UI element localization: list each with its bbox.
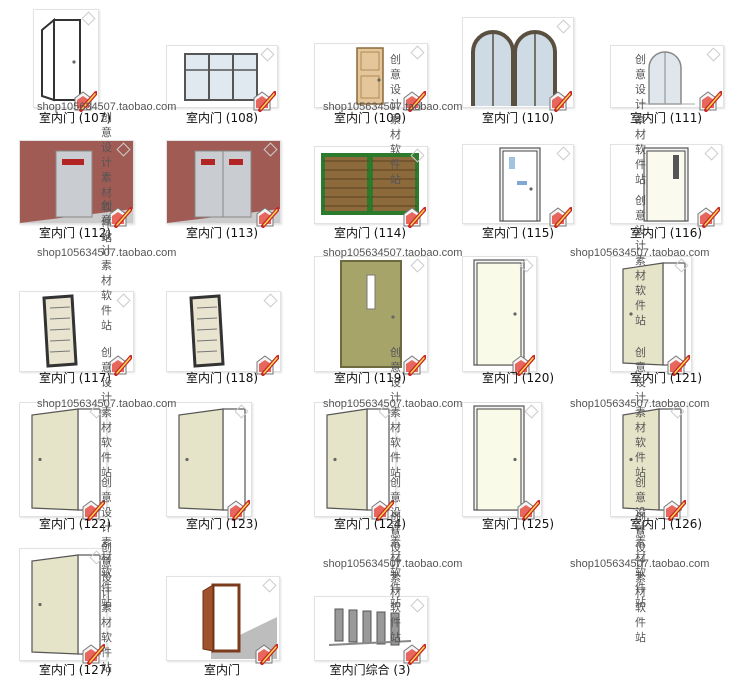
door-open-icon xyxy=(326,404,393,511)
file-thumbnail[interactable] xyxy=(314,43,428,108)
file-name-label[interactable]: 室内门 (116) xyxy=(629,226,703,240)
file-thumbnail[interactable] xyxy=(462,17,574,108)
sketchup-file-icon xyxy=(371,500,394,521)
file-name-label[interactable]: 室内门 (125) xyxy=(481,517,555,531)
sketchup-file-icon xyxy=(82,644,105,665)
sketchup-file-icon xyxy=(255,644,278,665)
file-name-label[interactable]: 室内门 (111) xyxy=(629,111,703,125)
sketchup-file-icon xyxy=(74,91,97,112)
sketchup-file-icon xyxy=(699,91,722,112)
file-thumbnail[interactable] xyxy=(314,402,396,517)
file-name-label[interactable]: 室内门 (115) xyxy=(481,226,555,240)
arched-window-icon xyxy=(471,19,571,106)
file-thumbnail[interactable] xyxy=(610,256,692,372)
sketchup-file-icon xyxy=(512,355,535,376)
file-name-label[interactable]: 室内门 (110) xyxy=(481,111,555,125)
sketchup-file-icon xyxy=(667,355,690,376)
file-name-label[interactable]: 室内门 (124) xyxy=(333,517,407,531)
sketchup-file-icon xyxy=(403,644,426,665)
file-thumbnail[interactable] xyxy=(462,256,537,372)
plain-door-icon xyxy=(473,404,539,511)
file-thumbnail[interactable] xyxy=(314,256,428,372)
sketchup-file-icon xyxy=(256,355,279,376)
sketchup-file-icon xyxy=(82,500,105,521)
window-icon xyxy=(184,47,275,101)
door-open-icon xyxy=(622,258,689,366)
tan-door-icon xyxy=(340,258,425,368)
sketchup-file-icon xyxy=(109,207,132,228)
file-name-label[interactable]: 室内门 (108) xyxy=(185,111,259,125)
file-name-label[interactable]: 室内门 (127) xyxy=(38,663,112,677)
file-thumbnail[interactable] xyxy=(314,596,428,661)
file-thumbnail[interactable] xyxy=(19,548,107,661)
file-name-label[interactable]: 室内门 (112) xyxy=(38,226,112,240)
file-name-label[interactable]: 室内门综合 (3) xyxy=(329,663,411,677)
sketchup-file-icon xyxy=(403,91,426,112)
plain-door-icon xyxy=(473,258,534,366)
door-open-icon xyxy=(178,404,249,511)
file-name-label[interactable]: 室内门 (109) xyxy=(333,111,407,125)
glass-door-icon xyxy=(42,293,131,368)
sketchup-file-icon xyxy=(403,355,426,376)
double-fire-door-icon xyxy=(167,141,280,223)
file-thumbnail[interactable] xyxy=(33,9,99,108)
door-set-icon xyxy=(328,598,425,646)
file-thumbnail[interactable] xyxy=(610,402,688,517)
sketchup-file-icon xyxy=(517,500,540,521)
sketchup-file-icon xyxy=(697,207,720,228)
white-door-icon xyxy=(499,146,571,222)
sketchup-file-icon xyxy=(256,207,279,228)
wood-door-icon xyxy=(356,45,425,105)
file-thumbnail[interactable] xyxy=(166,402,252,517)
file-name-label[interactable]: 室内门 (123) xyxy=(185,517,259,531)
sketchup-file-icon xyxy=(549,207,572,228)
sketchup-file-icon xyxy=(549,91,572,112)
file-name-label[interactable]: 室内门 (117) xyxy=(38,371,112,385)
file-name-label[interactable]: 室内门 (122) xyxy=(38,517,112,531)
sketchup-file-icon xyxy=(403,207,426,228)
file-name-label[interactable]: 室内门 (119) xyxy=(333,371,407,385)
file-name-label[interactable]: 室内门 (107) xyxy=(38,111,112,125)
cream-door-icon xyxy=(643,146,719,222)
file-name-label[interactable]: 室内门 (114) xyxy=(333,226,407,240)
file-thumbnail[interactable] xyxy=(462,402,542,517)
sketchup-file-icon xyxy=(253,91,276,112)
file-name-label[interactable]: 室内门 xyxy=(203,663,240,677)
file-thumbnail[interactable] xyxy=(166,140,281,224)
file-name-label[interactable]: 室内门 (121) xyxy=(629,371,703,385)
file-name-label[interactable]: 室内门 (118) xyxy=(185,371,259,385)
door-open-icon xyxy=(41,11,96,102)
file-name-label[interactable]: 室内门 (113) xyxy=(185,226,259,240)
glass-door-icon xyxy=(189,293,278,368)
file-thumbnail[interactable] xyxy=(19,140,134,224)
arched-door-icon xyxy=(639,47,721,105)
sketchup-file-icon xyxy=(109,355,132,376)
fire-door-icon xyxy=(20,141,133,223)
file-thumbnail[interactable] xyxy=(610,45,724,108)
file-thumbnail[interactable] xyxy=(314,146,428,224)
file-name-label[interactable]: 室内门 (120) xyxy=(481,371,555,385)
door-open-icon xyxy=(622,404,685,511)
sketchup-file-icon xyxy=(227,500,250,521)
sketchup-file-icon xyxy=(663,500,686,521)
file-name-label[interactable]: 室内门 (126) xyxy=(629,517,703,531)
wooden-gate-icon xyxy=(321,148,425,215)
